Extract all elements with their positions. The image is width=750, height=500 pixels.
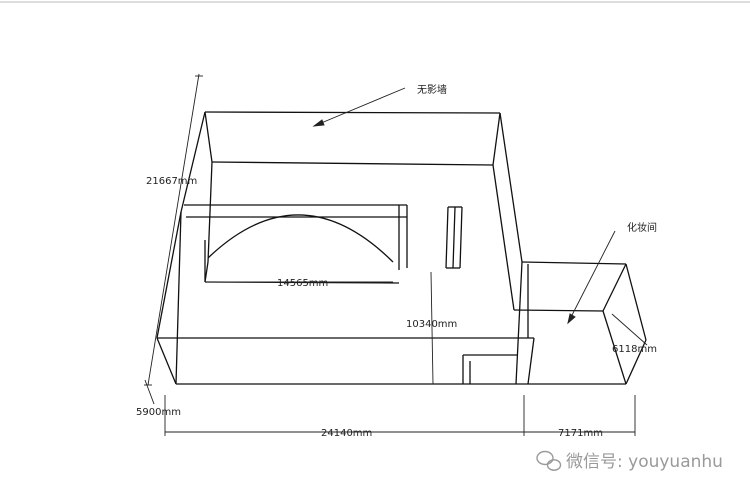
dim-left-small: 5900mm (136, 407, 181, 418)
dim-height: 21667mm (146, 176, 197, 187)
shadowless-wall-label: 无影墙 (417, 83, 447, 96)
dim-depth: 10340mm (406, 319, 457, 330)
dimension-lines (144, 73, 648, 436)
dim-arch-width: 14565mm (277, 278, 328, 289)
dim-makeup-depth: 6118mm (612, 344, 657, 355)
leader-lines (312, 87, 616, 325)
watermark-text: 微信号: youyuanhu (566, 452, 723, 472)
structure-lines (156, 111, 647, 385)
dim-front-length: 24140mm (321, 428, 372, 439)
makeup-room-label: 化妆间 (627, 221, 657, 234)
wechat-icon (536, 450, 562, 471)
dim-makeup-length: 7171mm (558, 428, 603, 439)
